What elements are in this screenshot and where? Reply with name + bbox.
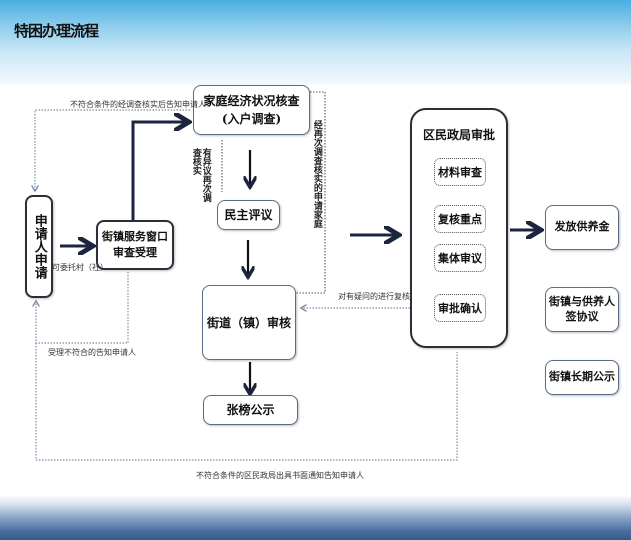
node-democratic-review-label: 民主评议 — [224, 208, 273, 222]
node-issue-funds: 发放供养金 — [545, 205, 619, 250]
node-issue-funds-label: 发放供养金 — [554, 220, 610, 234]
annotation-proxy: 可委托村（社） — [52, 263, 108, 272]
node-applicant-label: 申请人申请 — [31, 214, 47, 279]
node-household-check-label: 家庭经济状况核查 (入户调查) — [203, 94, 300, 126]
district-step-collective-review: 集体审议 — [434, 244, 486, 272]
annotation-recheck: 经再次调查核实的申请家庭 — [311, 120, 322, 228]
annotation-feedback: 对有疑问的进行复核 — [338, 292, 410, 301]
node-sign-agreement-label: 街镇与供养人 签协议 — [549, 294, 615, 323]
dotted-top-return — [35, 109, 190, 190]
page-title: 特困办理流程 — [14, 22, 99, 40]
node-street-audit: 街道（镇）审核 — [202, 285, 296, 360]
district-step-label: 集体审议 — [438, 252, 482, 265]
node-long-term-notice: 街镇长期公示 — [545, 360, 619, 395]
dotted-left-return — [36, 272, 129, 344]
node-long-term-notice-label: 街镇长期公示 — [549, 370, 615, 384]
annotation-top-return: 不符合条件的经调查核实后告知申请人 — [70, 100, 206, 109]
annotation-left-return: 受理不符合的告知申请人 — [48, 348, 136, 357]
district-step-label: 审批确认 — [438, 302, 482, 315]
annotation-review-dispute: 有异议再次调查核实 — [190, 148, 211, 202]
annotation-bottom-return: 不符合条件的区民政局出具书面通知告知申请人 — [196, 471, 364, 480]
node-household-check: 家庭经济状况核查 (入户调查) — [193, 85, 310, 135]
district-step-label: 复核重点 — [438, 213, 482, 226]
dotted-recheck — [296, 91, 326, 294]
node-posting: 张榜公示 — [203, 395, 298, 425]
node-sign-agreement: 街镇与供养人 签协议 — [545, 287, 619, 332]
header-background — [0, 0, 631, 85]
node-applicant: 申请人申请 — [25, 195, 53, 298]
node-street-window: 街镇服务窗口 审查受理 — [96, 220, 174, 270]
node-democratic-review: 民主评议 — [217, 200, 280, 230]
arrow-window-to-check — [131, 122, 186, 222]
node-posting-label: 张榜公示 — [226, 403, 275, 417]
node-district-approval-title: 区民政局审批 — [422, 128, 495, 142]
dotted-bottom-return — [35, 343, 458, 461]
district-step-label: 材料审查 — [438, 166, 482, 179]
district-step-material-review: 材料审查 — [434, 158, 486, 186]
district-step-recheck-focus: 复核重点 — [434, 205, 486, 233]
node-street-window-label: 街镇服务窗口 审查受理 — [102, 229, 168, 260]
node-street-audit-label: 街道（镇）审核 — [206, 315, 291, 330]
footer-background — [0, 495, 631, 540]
district-step-approval-confirm: 审批确认 — [434, 294, 486, 322]
